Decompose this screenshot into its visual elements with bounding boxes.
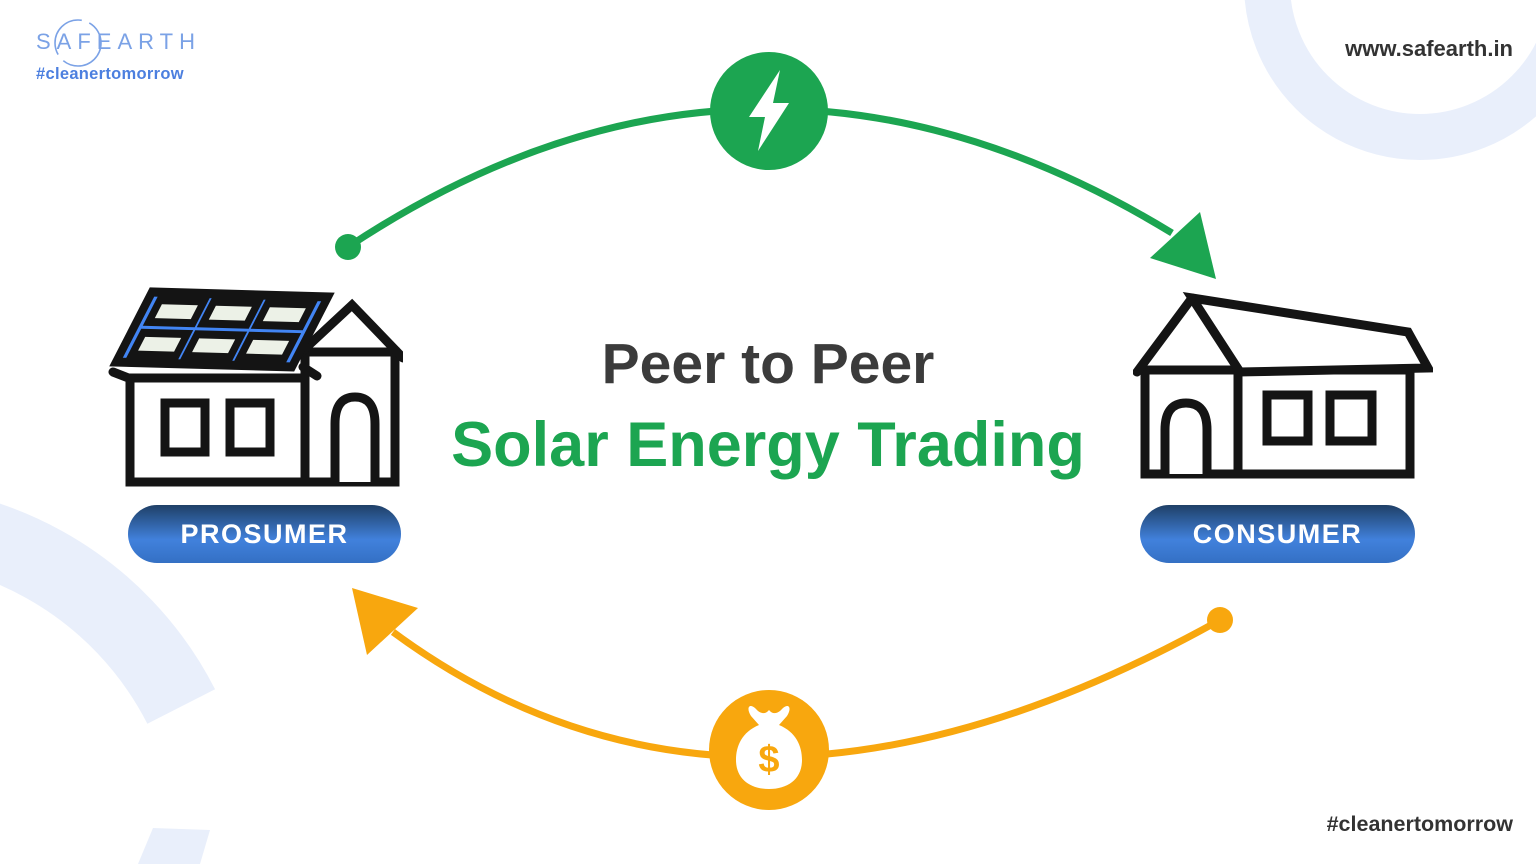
payment-flow-start-dot xyxy=(1207,607,1233,633)
roof-line xyxy=(298,362,322,381)
house-roof xyxy=(1182,291,1433,377)
dollar-sign: $ xyxy=(758,739,779,781)
bottom-edge-arc-segment xyxy=(138,828,210,864)
payment-flow-arrowhead xyxy=(352,588,418,655)
window xyxy=(1262,390,1313,446)
energy-flow-arrowhead xyxy=(1150,212,1216,279)
tower-roof-slope xyxy=(1133,293,1197,377)
arched-door xyxy=(330,392,380,482)
top-right-arc xyxy=(1244,0,1536,160)
footer-hashtag: #cleanertomorrow xyxy=(1326,812,1513,836)
website-url[interactable]: www.safearth.in xyxy=(1345,36,1513,61)
bottom-left-arc xyxy=(0,503,216,725)
prosumer-house-icon xyxy=(108,287,403,487)
house-body xyxy=(125,373,310,487)
page-title: Peer to Peer Solar Energy Trading xyxy=(0,334,1536,478)
window xyxy=(160,398,210,457)
lightning-icon xyxy=(710,52,828,170)
money-bag-icon: $ xyxy=(709,690,829,810)
arched-door xyxy=(1160,398,1212,474)
window xyxy=(1325,390,1377,446)
window xyxy=(225,398,275,457)
prosumer-badge[interactable]: PROSUMER xyxy=(128,505,401,563)
energy-flow-start-dot xyxy=(335,234,361,260)
roof-eave xyxy=(108,367,136,384)
tower-roof xyxy=(290,298,403,363)
brand-name: SAFEARTH xyxy=(36,29,201,54)
solar-panel-icon xyxy=(109,287,335,372)
title-line-1: Peer to Peer xyxy=(601,332,935,396)
title-line-2: Solar Energy Trading xyxy=(451,410,1085,480)
logo-tagline: #cleanertomorrow xyxy=(36,65,184,83)
consumer-badge[interactable]: CONSUMER xyxy=(1140,505,1415,563)
logo-circle-icon xyxy=(54,19,102,67)
safearth-logo[interactable]: SAFEARTH #cleanertomorrow xyxy=(36,19,296,84)
consumer-house-icon xyxy=(1133,291,1433,479)
